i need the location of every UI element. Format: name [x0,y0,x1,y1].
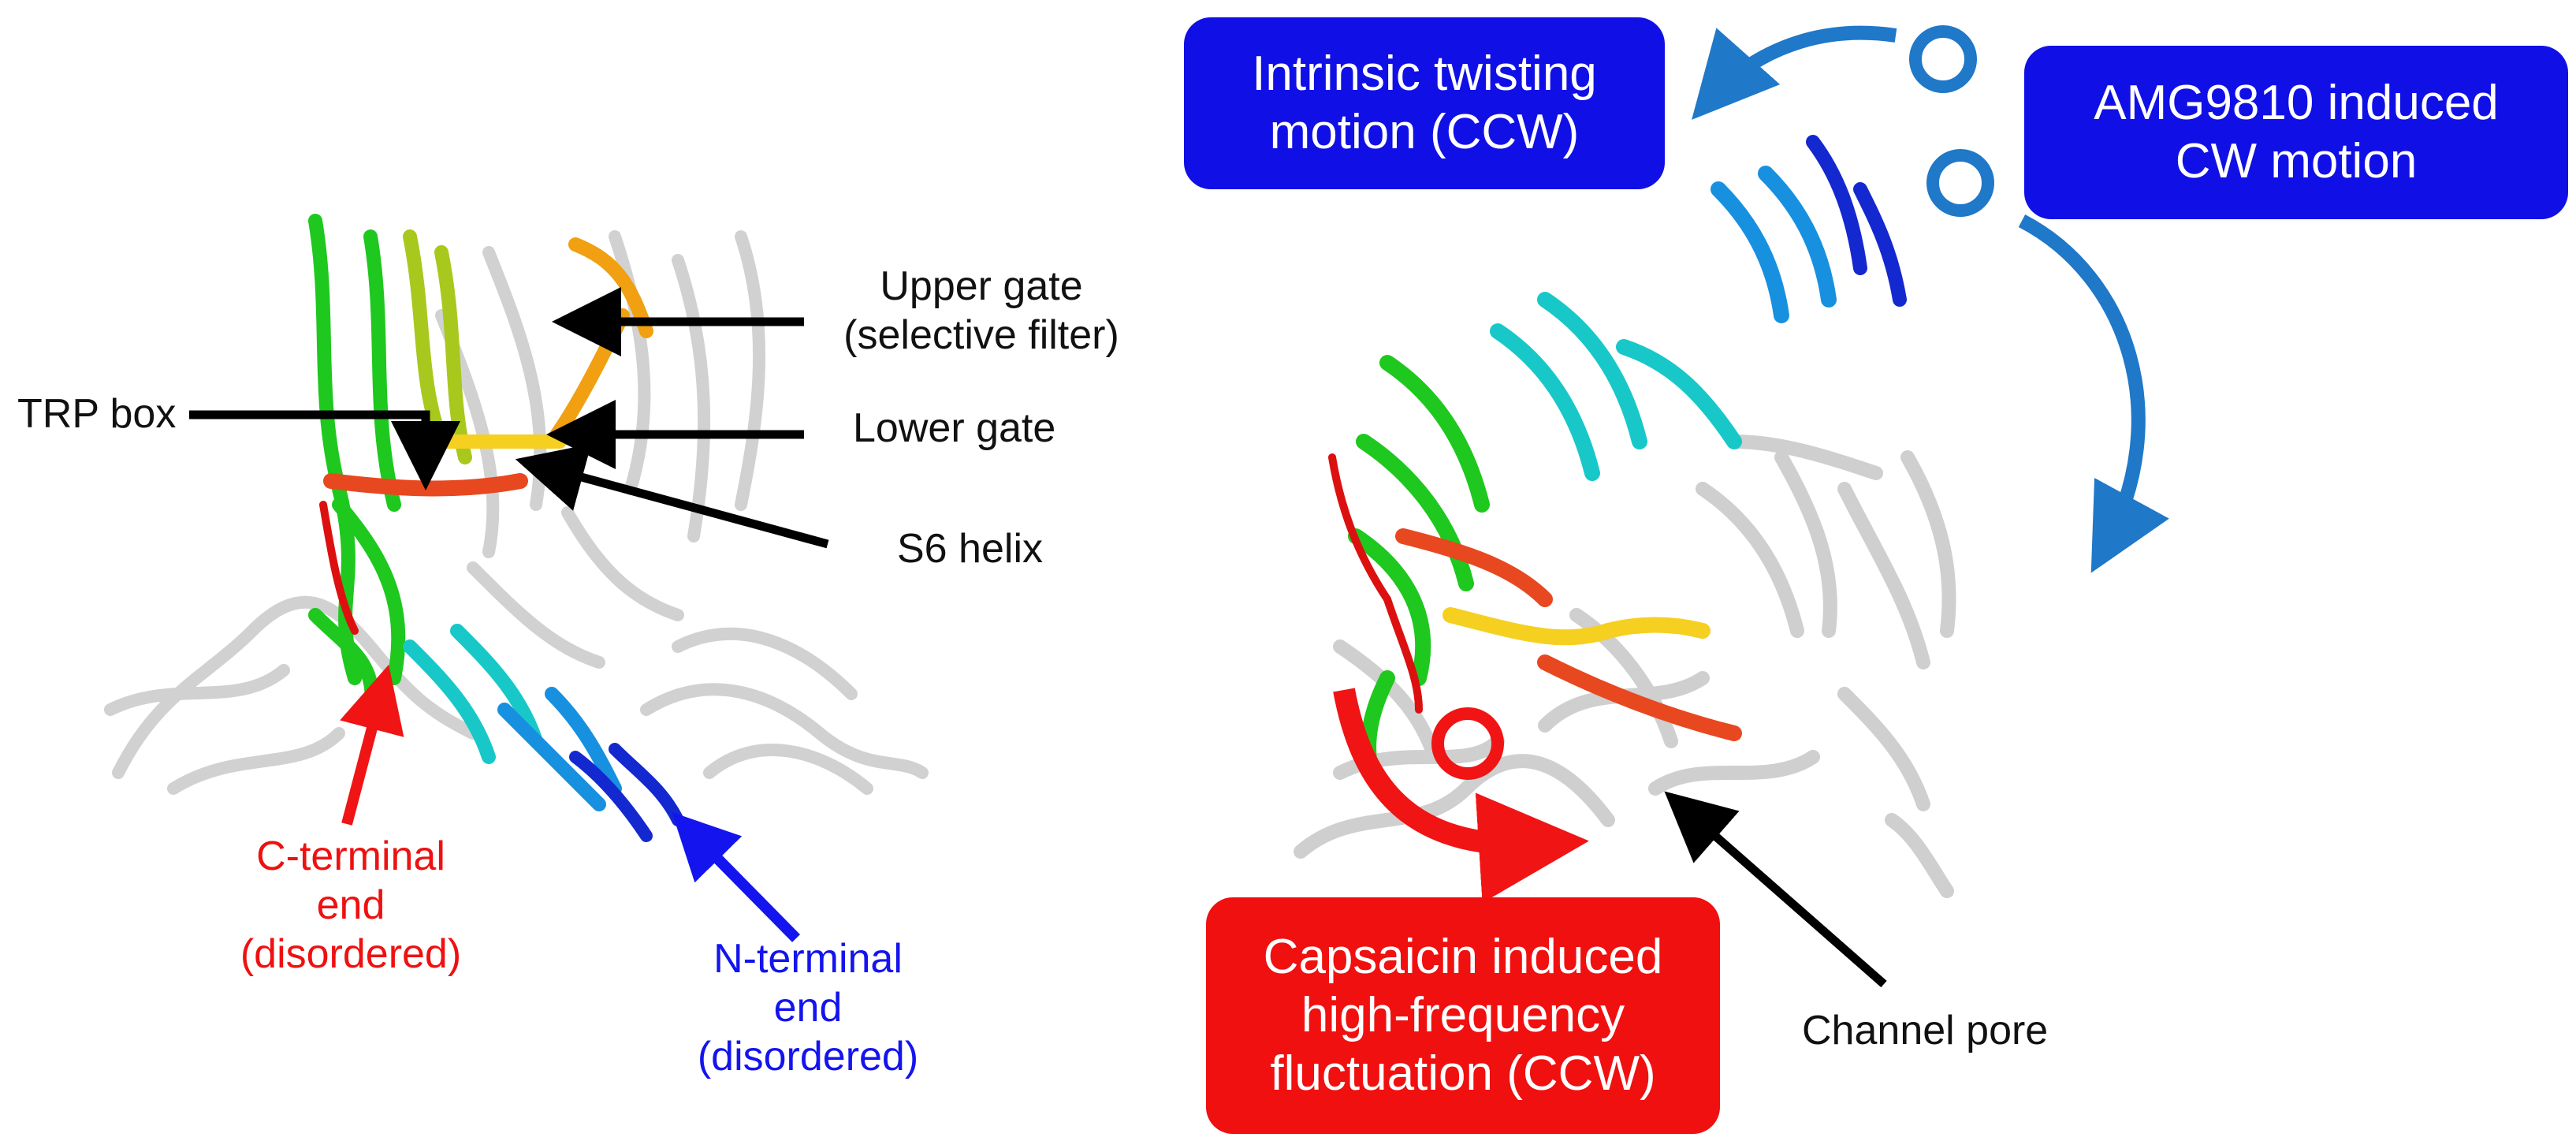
amg-line1: AMG9810 induced [2094,76,2499,130]
channel-pore-arrow [1664,791,1887,988]
lower-gate-label: Lower gate [853,405,1056,451]
right-annotation-shapes [1333,25,2169,988]
c-terminal-arrow [340,664,404,826]
n-terminal-arrow [672,812,800,942]
left-protein-structure [104,214,929,842]
upper-gate-line1: Upper gate [880,263,1083,309]
intrinsic-line2: motion (CCW) [1269,105,1580,159]
n-terminal-line2: end [773,985,843,1031]
capsaicin-box: Capsaicin induced high-frequency fluctua… [1206,897,1720,1134]
upper-blue-circle [1909,25,1977,93]
c-terminal-line2: end [316,882,385,928]
s6-helix-label: S6 helix [897,526,1043,572]
cw-blue-arrow [2018,214,2169,573]
lower-blue-circle [1926,149,1994,217]
c-terminal-line1: C-terminal [256,833,445,879]
amg-line2: CW motion [2175,134,2418,188]
capsaicin-line3: fluctuation (CCW) [1270,1046,1656,1101]
upper-gate-line2: (selective filter) [843,312,1119,358]
left-annotation-arrows [189,287,829,942]
trp-box-label: TRP box [17,391,177,437]
n-terminal-line1: N-terminal [713,936,903,982]
channel-pore-label: Channel pore [1802,1008,2049,1053]
red-circle [1431,707,1504,780]
right-protein-structure [1294,135,1956,898]
capsaicin-line2: high-frequency [1301,988,1625,1042]
capsaicin-line1: Capsaicin induced [1263,930,1663,984]
intrinsic-line1: Intrinsic twisting [1252,47,1597,101]
n-terminal-label: N-terminal end (disordered) [674,934,942,1081]
n-terminal-line3: (disordered) [697,1034,919,1079]
c-terminal-line3: (disordered) [240,931,462,977]
s6-helix-arrow [515,443,829,549]
capsaicin-red-arrow [1333,688,1589,904]
intrinsic-twisting-box: Intrinsic twisting motion (CCW) [1184,17,1665,189]
trp-box-arrow [189,410,460,490]
c-terminal-label: C-terminal end (disordered) [221,832,481,979]
amg9810-box: AMG9810 induced CW motion [2024,46,2568,219]
ccw-blue-arrow [1692,25,1897,120]
upper-gate-label: Upper gate (selective filter) [812,262,1151,360]
